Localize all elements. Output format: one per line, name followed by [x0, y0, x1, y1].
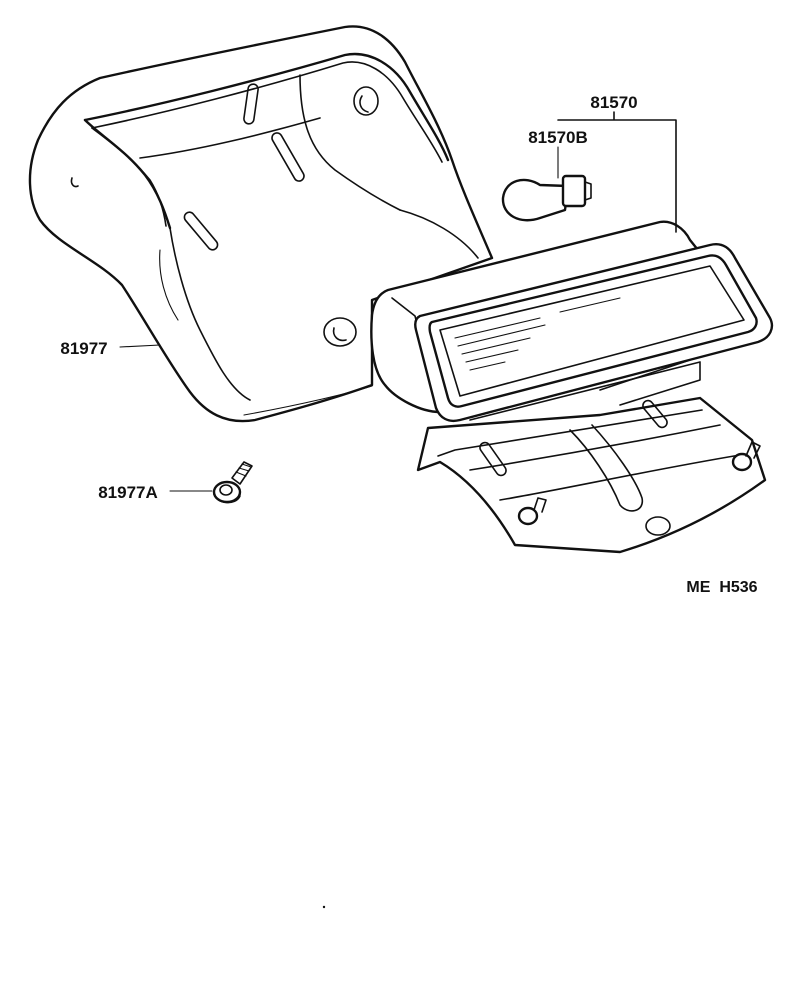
- diagram-code: ME H536: [686, 579, 757, 596]
- cover-part: [28, 25, 494, 423]
- callout-leaders: [119, 111, 677, 492]
- print-speck: [322, 905, 326, 909]
- label-81977a: 81977A: [98, 483, 158, 502]
- label-81570b: 81570B: [528, 128, 588, 147]
- label-81977: 81977: [60, 339, 107, 358]
- lamp-assembly-part: [370, 220, 774, 554]
- bulb-part: [501, 174, 592, 222]
- screw-part: [212, 461, 253, 504]
- label-81570: 81570: [590, 93, 637, 112]
